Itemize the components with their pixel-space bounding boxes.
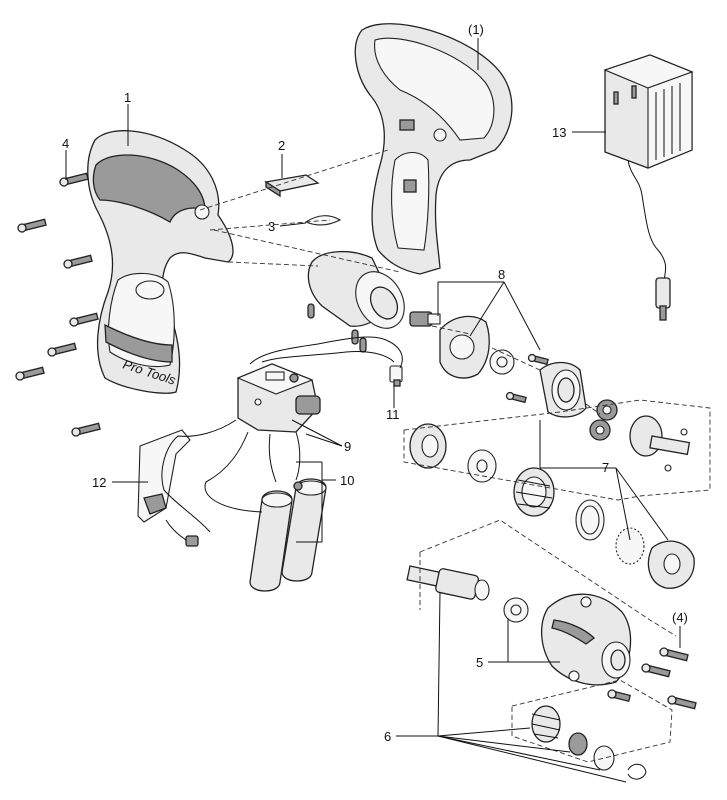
spindle — [406, 565, 529, 623]
part-labels: (1) 1 2 3 4 13 8 11 9 12 10 7 (4) 5 6 — [62, 22, 688, 744]
label-6: 6 — [384, 729, 391, 744]
label-4-paren: (4) — [672, 610, 688, 625]
motor — [307, 250, 441, 353]
screw-b — [63, 254, 93, 269]
housing-left-half: Pro Tools — [87, 130, 234, 394]
label-4: 4 — [62, 136, 69, 151]
screw-f — [71, 422, 101, 437]
label-13: 13 — [552, 125, 566, 140]
nose-cap-part-5 — [540, 593, 632, 686]
screw-4 — [59, 172, 89, 187]
label-12: 12 — [92, 475, 106, 490]
assembly-dashed-lines — [199, 149, 711, 763]
screw-h — [641, 663, 671, 678]
screws-group — [15, 172, 697, 710]
housing-right-half — [354, 23, 513, 275]
wiring — [161, 336, 403, 541]
label-10: 10 — [340, 473, 354, 488]
switch-button-part-2 — [264, 174, 320, 198]
clutch-assembly-part-7 — [409, 423, 695, 589]
leader-lines — [65, 38, 681, 783]
screw-a — [17, 218, 47, 233]
planetary-gears — [589, 399, 618, 441]
label-8: 8 — [498, 267, 505, 282]
output-carrier — [629, 415, 691, 472]
screw-i — [667, 695, 697, 710]
motor-plate-part-8 — [439, 315, 587, 418]
label-housing-right: (1) — [468, 22, 484, 37]
screw-e — [15, 366, 45, 381]
label-5: 5 — [476, 655, 483, 670]
batteries-part-10 — [249, 478, 327, 592]
battery-plate-part-12 — [137, 429, 199, 547]
label-7: 7 — [602, 460, 609, 475]
label-3: 3 — [268, 219, 275, 234]
switch-part-9 — [236, 363, 321, 433]
springs-and-clips — [531, 705, 647, 780]
screw-k — [527, 353, 549, 366]
label-11: 11 — [386, 407, 400, 422]
terminal-part-11 — [389, 365, 403, 387]
screw-d — [47, 342, 77, 357]
screw-c — [69, 312, 99, 327]
screw-l — [505, 391, 527, 404]
screw-j — [607, 689, 631, 703]
label-2: 2 — [278, 138, 285, 153]
label-1: 1 — [124, 90, 131, 105]
screw-g — [659, 647, 689, 662]
label-9: 9 — [344, 439, 351, 454]
ac-adapter-part-13 — [603, 54, 694, 321]
